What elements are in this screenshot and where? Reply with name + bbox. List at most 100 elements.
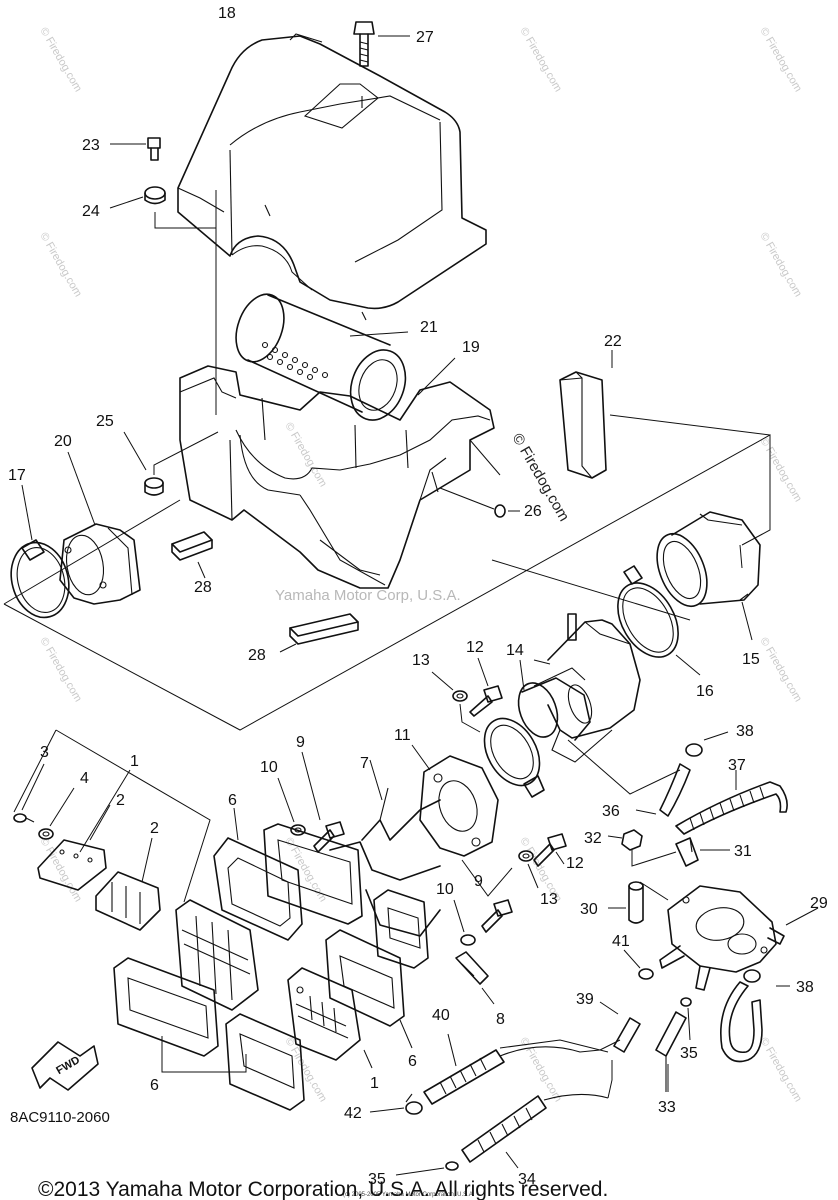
guide-line: [499, 739, 681, 1099]
clip-31: [675, 837, 699, 867]
pad-28-lower: [289, 613, 359, 645]
fuel-pump-29: [659, 885, 785, 991]
leader-6a: [233, 807, 239, 841]
leader-35a: [395, 1167, 445, 1176]
part-label: 15: [742, 651, 760, 668]
reed-2: [95, 871, 161, 931]
part-label: 31: [734, 843, 752, 860]
firedog-watermark: © Firedog.com: [282, 1036, 329, 1105]
part-label: 40: [432, 1007, 450, 1024]
leader-25: [123, 431, 147, 471]
leader-9b: [461, 859, 513, 897]
firedog-watermark: © Firedog.com: [757, 1036, 804, 1105]
damper-25: [144, 477, 164, 496]
leader-13b: [527, 863, 539, 889]
leader-6c: [161, 1036, 247, 1073]
part-label: 6: [150, 1077, 159, 1094]
firedog-watermark: © Firedog.com: [37, 636, 84, 705]
guide-line: [459, 703, 481, 733]
leader-24: [109, 196, 144, 209]
guide-line: [153, 431, 219, 475]
manifold-plate-left: [263, 823, 363, 925]
part-label: 24: [82, 203, 100, 220]
bolt-9-upper: [313, 821, 345, 853]
part-label: 1: [370, 1075, 379, 1092]
leader-7: [369, 759, 383, 801]
part-label: 2: [116, 792, 125, 809]
leader-14: [519, 659, 525, 691]
leader-38a: [703, 731, 729, 741]
part-label: 14: [506, 642, 524, 659]
clamp-16: [617, 565, 679, 658]
leader-8: [481, 987, 495, 1005]
manifold-flange-11: [419, 755, 499, 857]
leader-3: [89, 804, 111, 841]
part-label: 6: [228, 792, 237, 809]
clip-35-left: [445, 1161, 459, 1171]
leader-11: [411, 744, 431, 771]
part-label: 12: [466, 639, 484, 656]
washer-5: [38, 828, 54, 840]
leader-10a: [277, 777, 295, 823]
leader-pump-bracket: [639, 881, 669, 901]
small-copyright: (c) 2005-2005 Yamaha Motor Corporation, …: [343, 1192, 475, 1198]
hose-33: [655, 1011, 687, 1092]
washer-10-upper: [290, 824, 306, 836]
pad-22: [559, 371, 607, 479]
leader-12a: [477, 657, 489, 687]
spring-hose-34: [461, 1093, 609, 1163]
part-label: 36: [602, 803, 620, 820]
leader-16: [675, 654, 701, 676]
leader-34: [505, 1151, 519, 1169]
assembly-frame: [3, 414, 771, 731]
clamp-42: [405, 1093, 423, 1115]
hose-39: [613, 1017, 641, 1053]
leader-35b: [687, 1007, 691, 1041]
leader-28a: [197, 561, 206, 579]
firedog-watermark: © Firedog.com: [37, 836, 84, 905]
nut-32: [621, 829, 643, 851]
manifold-plate-right: [373, 889, 429, 969]
part-label: 37: [728, 757, 746, 774]
reed-group-bracket: [13, 729, 211, 903]
clip-35-right: [680, 997, 692, 1007]
washer-13-upper: [452, 690, 468, 702]
part-label: 17: [8, 467, 26, 484]
screw-4: [13, 813, 35, 823]
silencer-tube-21: [235, 293, 407, 421]
part-label: 28: [248, 647, 266, 664]
diagram-code: 8AC9110-2060: [10, 1109, 110, 1126]
part-label: 11: [394, 727, 411, 744]
air-box-cover-18: [177, 33, 487, 321]
clamp-41: [638, 968, 654, 980]
clamp-17: [10, 539, 70, 619]
leader-42: [369, 1107, 405, 1113]
part-label: 12: [566, 855, 584, 872]
clamp-38-upper: [685, 743, 703, 757]
air-box-case-19: [179, 365, 495, 589]
fitting-8: [455, 951, 489, 985]
part-label: 29: [810, 895, 828, 912]
part-label: 9: [296, 734, 305, 751]
part-label: 16: [696, 683, 714, 700]
part-label: 27: [416, 29, 434, 46]
firedog-watermark: © Firedog.com: [757, 26, 804, 95]
washer-10-lower: [460, 934, 476, 946]
bolt-27: [353, 21, 375, 67]
part-label: 22: [604, 333, 622, 350]
leader-29: [785, 907, 819, 926]
gasket-6-middle: [325, 929, 405, 1027]
part-label: 4: [80, 770, 89, 787]
gasket-6-lower-left: [113, 957, 219, 1057]
part-label: 20: [54, 433, 72, 450]
part-label: 28: [194, 579, 212, 596]
pad-28-upper: [171, 531, 213, 561]
firedog-watermark: © Firedog.com: [37, 231, 84, 300]
hose-38-loop: [720, 981, 763, 1063]
part-label: 23: [82, 137, 100, 154]
leader-1b: [363, 1049, 373, 1069]
leader-28b: [279, 643, 297, 653]
spring-hose-37: [675, 781, 788, 835]
part-label: 10: [436, 881, 454, 898]
